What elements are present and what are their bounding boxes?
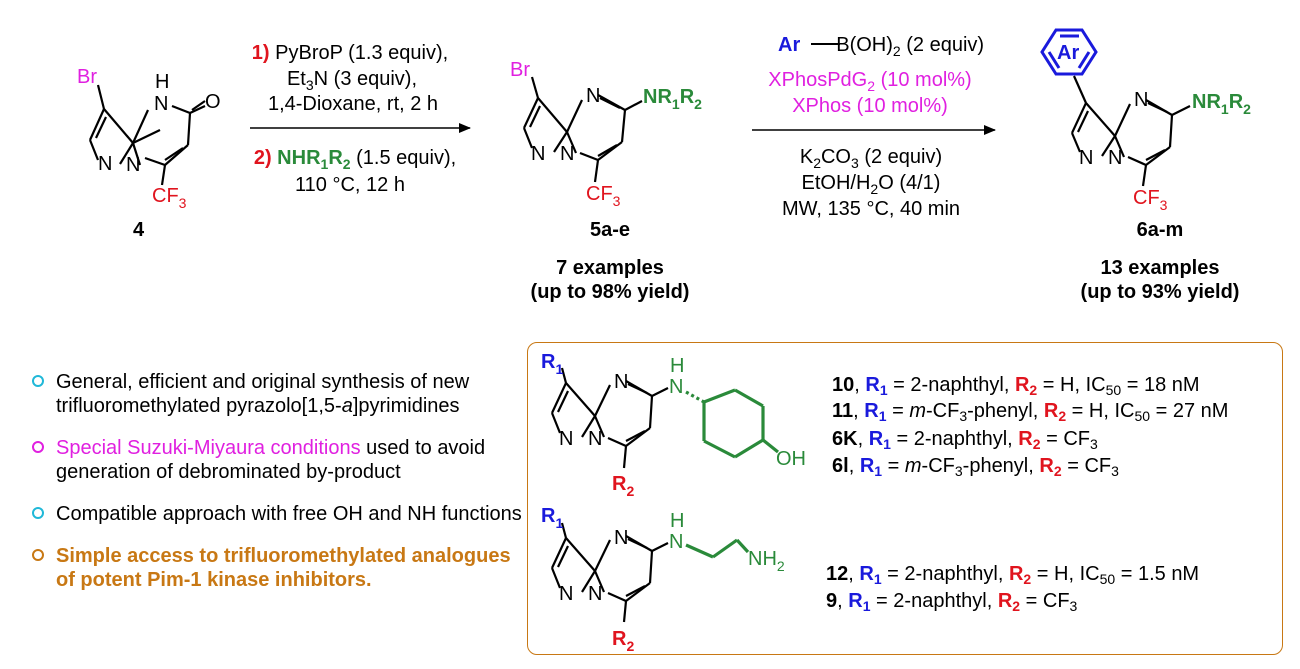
pyrazole-nitrogen-1: N <box>98 153 112 175</box>
compound-row-12: 12, R1 = 2-naphthyl, R2 = H, IC50 = 1.5 … <box>826 563 1200 587</box>
pyrimidine-nitrogen-a: N <box>614 371 628 393</box>
bullet-cyan-icon <box>32 375 44 387</box>
carbonyl-oxygen: O <box>205 91 221 113</box>
cf3-group-5: CF3 <box>586 183 621 209</box>
amine-nr1r2-5: NR1R2 <box>643 86 702 112</box>
yield-6-line2: (up to 93% yield) <box>1081 281 1240 303</box>
bromine-atom: Br <box>77 66 97 88</box>
pyrazole-nitrogen-5b: N <box>560 143 574 165</box>
step2-ligand: XPhos (10 mol%) <box>792 95 948 117</box>
pyrimidine-nitrogen-b: N <box>614 527 628 549</box>
compound-row-6l: 6l, R1 = m-CF3-phenyl, R2 = CF3 <box>832 455 1119 479</box>
compound-6-structure <box>1070 75 1191 187</box>
compound-label-4: 4 <box>133 219 145 241</box>
pyrimidine-nitrogen-5: N <box>586 85 600 107</box>
feature-item-3: Compatible approach with free OH and NH … <box>30 502 530 526</box>
pyrazole-nitrogen-aa: N <box>559 428 573 450</box>
step1-line5: 110 °C, 12 h <box>295 174 405 196</box>
amine-nh-nitrogen-b: N <box>669 531 683 553</box>
yield-6-line1: 13 examples <box>1101 257 1220 279</box>
feature-item-1: General, efficient and original synthesi… <box>30 370 530 418</box>
amine-nh-nitrogen-a: N <box>669 376 683 398</box>
step2-solvent: EtOH/H2O (4/1) <box>802 172 941 197</box>
compound-row-11: 11, R1 = m-CF3-phenyl, R2 = H, IC50 = 27… <box>832 400 1229 424</box>
feature-text-4: Simple access to trifluoromethylated ana… <box>56 545 511 591</box>
aryl-ring <box>1040 28 1098 76</box>
r1-label-a: R1 <box>541 351 563 377</box>
feature-item-2: Special Suzuki-Miyaura conditions used t… <box>30 436 530 484</box>
aryl-label: Ar <box>1057 42 1079 64</box>
r2-label-a: R2 <box>612 473 634 499</box>
inhibitor-structure-b <box>550 522 669 623</box>
bullet-cyan-icon <box>32 507 44 519</box>
feature-list: General, efficient and original synthesi… <box>30 370 530 610</box>
cyclohexanol-ring <box>685 388 779 459</box>
compound-row-6k: 6K, R1 = 2-naphthyl, R2 = CF3 <box>832 428 1098 452</box>
compound-label-6: 6a-m <box>1137 219 1184 241</box>
step1-line1: 1) PyBroP (1.3 equiv), <box>252 42 448 64</box>
bullet-orange-icon <box>32 549 44 561</box>
r1-label-b: R1 <box>541 505 563 531</box>
pyrazole-nitrogen-6b: N <box>1108 147 1122 169</box>
cf3-group-6: CF3 <box>1133 187 1168 213</box>
bromine-atom-5: Br <box>510 59 530 81</box>
pyrazole-nitrogen-ab: N <box>588 428 602 450</box>
step1-line3: 1,4-Dioxane, rt, 2 h <box>268 93 438 115</box>
pyrimidine-nitrogen-6: N <box>1134 89 1148 111</box>
step2-catalyst: XPhosPdG2 (10 mol%) <box>768 69 971 94</box>
nh-hydrogen: H <box>155 71 169 93</box>
feature-text-2: used to avoid generation of debrominated… <box>56 437 486 483</box>
hydroxyl-group: OH <box>776 448 806 470</box>
pyrazole-nitrogen-6a: N <box>1079 147 1093 169</box>
terminal-amine: NH2 <box>748 548 785 574</box>
pyrimidinone-nitrogen: N <box>154 93 168 115</box>
r2-label-b: R2 <box>612 628 634 654</box>
yield-5-line2: (up to 98% yield) <box>531 281 690 303</box>
feature-text-1: General, efficient and original synthesi… <box>56 371 470 417</box>
step1-line2: Et3N (3 equiv), <box>287 68 417 93</box>
feature-item-4: Simple access to trifluoromethylated ana… <box>30 544 530 592</box>
amine-nh-hydrogen-b: H <box>670 510 684 532</box>
step2-conditions: MW, 135 °C, 40 min <box>782 198 960 220</box>
compound-row-10: 10, R1 = 2-naphthyl, R2 = H, IC50 = 18 n… <box>832 374 1200 398</box>
compound-label-5: 5a-e <box>590 219 630 241</box>
cf3-group-4: CF3 <box>152 185 187 211</box>
compound-4-structure <box>88 84 206 186</box>
amine-nr1r2-6: NR1R2 <box>1192 91 1251 117</box>
inhibitor-box <box>527 342 1283 655</box>
pyrazole-nitrogen-ba: N <box>559 583 573 605</box>
pyrazole-nitrogen-bb: N <box>588 583 602 605</box>
bullet-magenta-icon <box>32 441 44 453</box>
step2-base: K2CO3 (2 equiv) <box>800 146 942 171</box>
inhibitor-structure-a <box>550 367 669 469</box>
feature-text-3: Compatible approach with free OH and NH … <box>56 503 522 525</box>
pyrazole-nitrogen-2: N <box>126 154 140 176</box>
step1-line4: 2) NHR1R2 (1.5 equiv), <box>254 147 456 172</box>
ethylenediamine-chain <box>685 538 750 559</box>
amine-nh-hydrogen-a: H <box>670 355 684 377</box>
yield-5-line1: 7 examples <box>556 257 664 279</box>
pyrazole-nitrogen-5a: N <box>531 143 545 165</box>
compound-5-structure <box>522 76 643 183</box>
compound-row-9: 9, R1 = 2-naphthyl, R2 = CF3 <box>826 590 1078 614</box>
feature-highlight-2: Special Suzuki-Miyaura conditions <box>56 437 361 459</box>
